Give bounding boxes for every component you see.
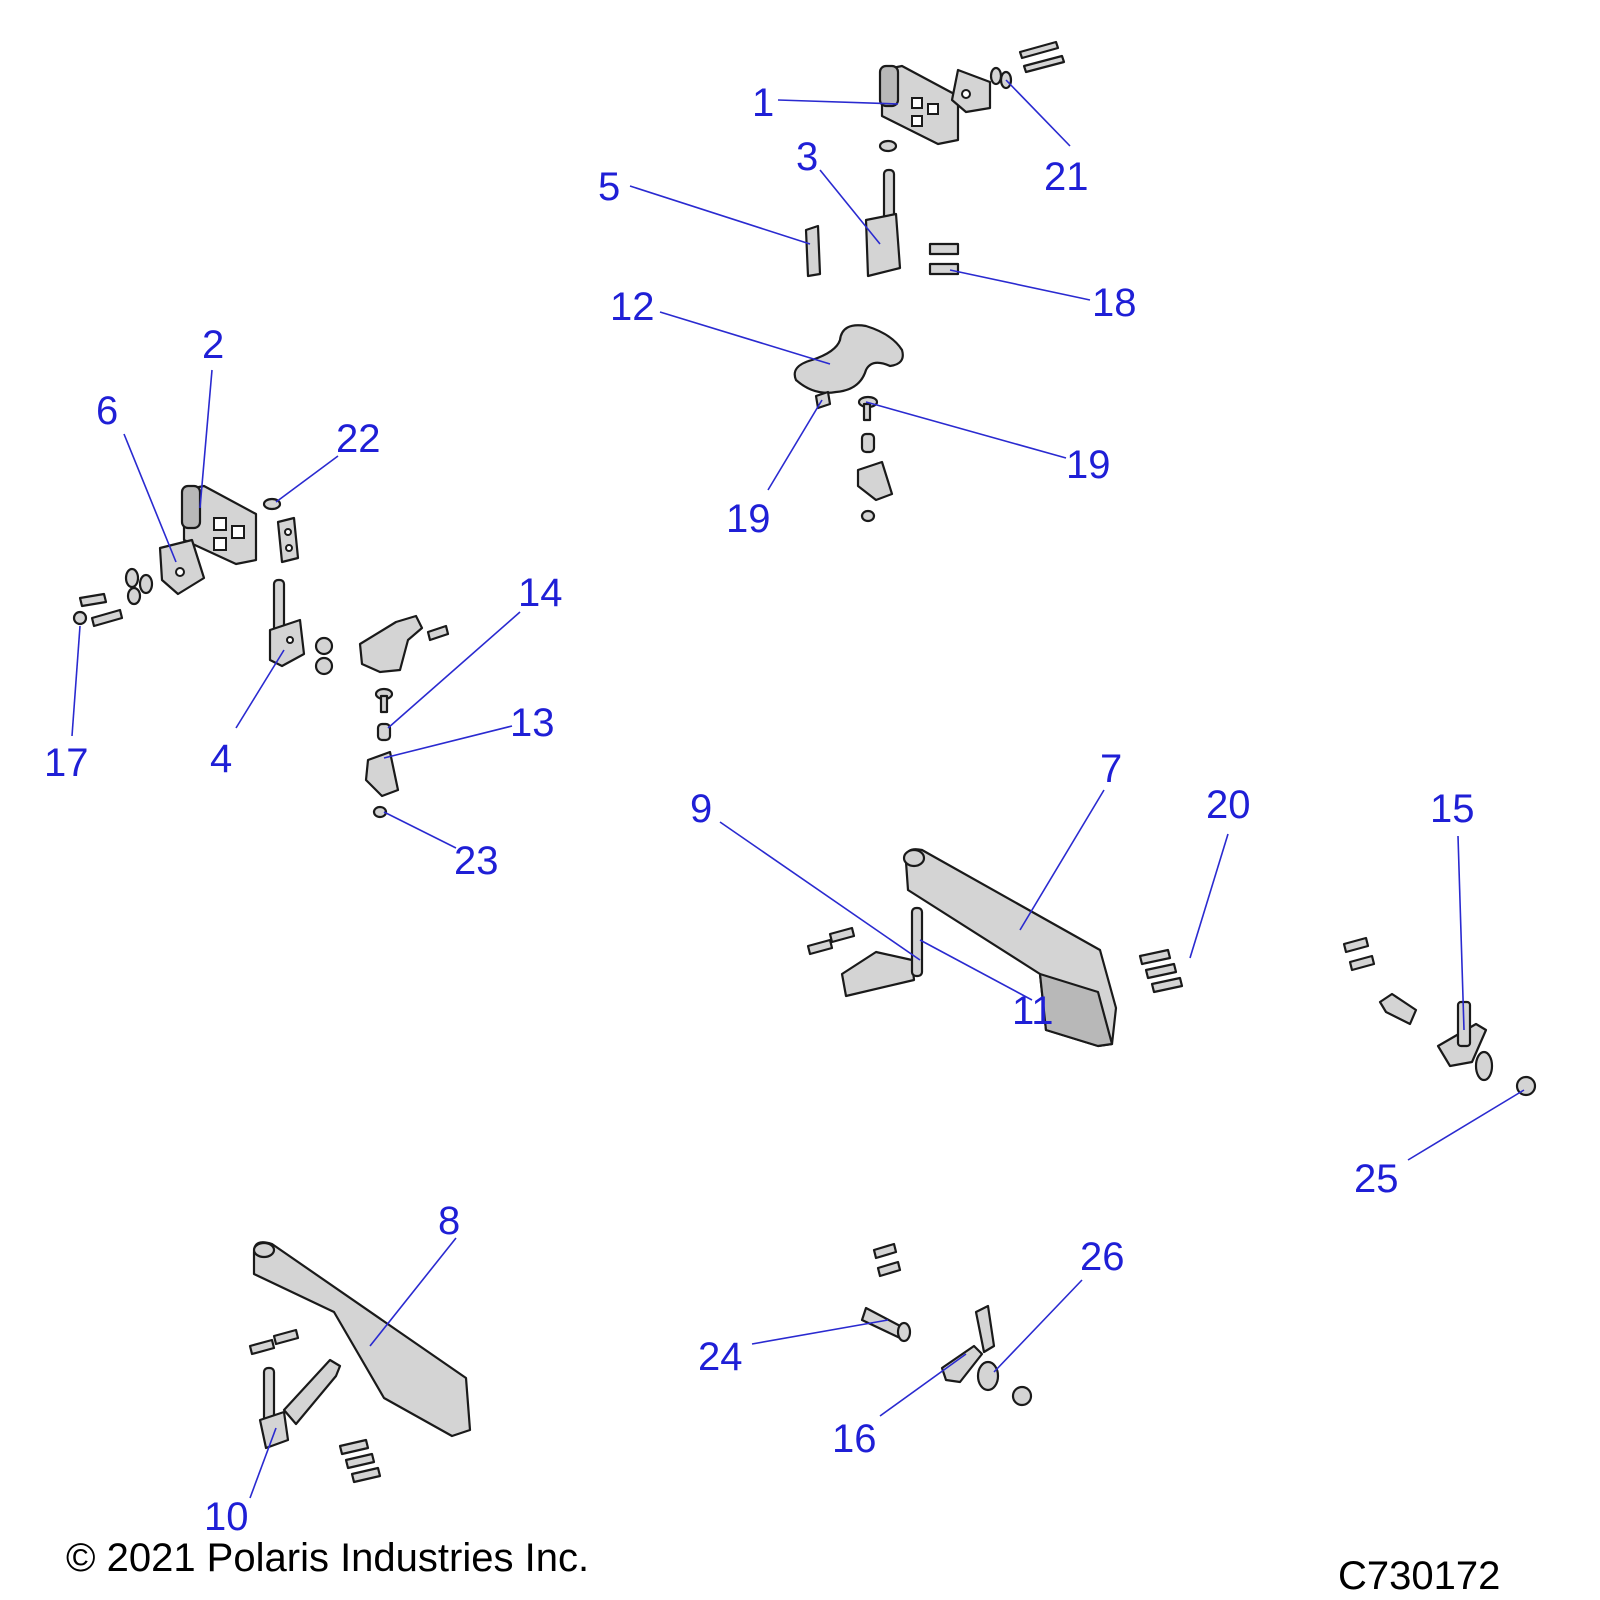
- callout-9: 9: [690, 787, 712, 831]
- part-18-bolts: [928, 242, 960, 276]
- callout-12: 12: [610, 285, 655, 329]
- callout-14: 14: [518, 571, 563, 615]
- callout-8: 8: [438, 1199, 460, 1243]
- callout-22: 22: [336, 417, 381, 461]
- part-25-nut: [1515, 1075, 1537, 1097]
- part-9-bracket: [840, 906, 924, 998]
- callout-4: 4: [210, 737, 232, 781]
- part-15-bracket: [1342, 936, 1488, 1068]
- callout-21: 21: [1044, 155, 1089, 199]
- part-1-hinge-plate: [878, 64, 960, 146]
- part-8-arm: [252, 1241, 472, 1438]
- part-24-pin: [860, 1306, 912, 1343]
- callout-19-left: 19: [726, 497, 771, 541]
- washer: [878, 139, 898, 153]
- callout-24: 24: [698, 1335, 743, 1379]
- part-13-bracket: [364, 750, 400, 819]
- callout-26: 26: [1080, 1235, 1125, 1279]
- part-16-bracket: [940, 1304, 996, 1384]
- washer-15: [1474, 1050, 1494, 1082]
- callout-2: 2: [202, 323, 224, 367]
- part-19-fasteners: [814, 390, 894, 523]
- part-10-hinge: [258, 1358, 342, 1450]
- leader-lines: [71, 79, 1525, 1499]
- callout-5: 5: [598, 165, 620, 209]
- part-22-washer-plate: [262, 497, 300, 564]
- part-14-strap: [358, 614, 450, 742]
- part-12-strap: [793, 324, 904, 394]
- part-17-bolts-washers: [72, 567, 154, 628]
- callout-25: 25: [1354, 1157, 1399, 1201]
- nut-26: [1011, 1385, 1033, 1407]
- callout-1: 1: [752, 81, 774, 125]
- callout-7: 7: [1100, 747, 1122, 791]
- part-3-hinge-pin: [864, 168, 902, 278]
- part-5-bracket: [804, 224, 822, 278]
- callout-16: 16: [832, 1417, 877, 1461]
- callout-15: 15: [1430, 787, 1475, 831]
- callout-20: 20: [1206, 783, 1251, 827]
- callout-11: 11: [1012, 989, 1054, 1033]
- part-7-arm: [902, 848, 1118, 1048]
- callout-17: 17: [44, 741, 89, 785]
- nuts: [314, 636, 334, 676]
- part-6-plate: [158, 538, 206, 596]
- callout-19-right: 19: [1066, 443, 1111, 487]
- bolt-cluster-bottom: [338, 1438, 382, 1484]
- part-26-washer: [976, 1360, 1000, 1392]
- part-20-bolts: [1138, 948, 1184, 994]
- bolts-near-10: [248, 1328, 300, 1356]
- part-4-hinge-pin: [268, 578, 306, 668]
- copyright-text: © 2021 Polaris Industries Inc.: [66, 1536, 590, 1580]
- bolts-top-16: [872, 1242, 902, 1278]
- callout-13: 13: [510, 701, 555, 745]
- callout-6: 6: [96, 389, 118, 433]
- callout-numbers: 1 21 3 5 18 12 19 19 2 6 22 14 13 4 17 2…: [44, 81, 1475, 1539]
- callout-10: 10: [204, 1495, 249, 1539]
- callout-23: 23: [454, 839, 499, 883]
- bolts-left-of-9: [806, 926, 856, 956]
- part-21-plate-bolts: [950, 40, 1066, 114]
- diagram-code: C730172: [1338, 1554, 1501, 1598]
- callout-18: 18: [1092, 281, 1137, 325]
- callout-3: 3: [796, 135, 818, 179]
